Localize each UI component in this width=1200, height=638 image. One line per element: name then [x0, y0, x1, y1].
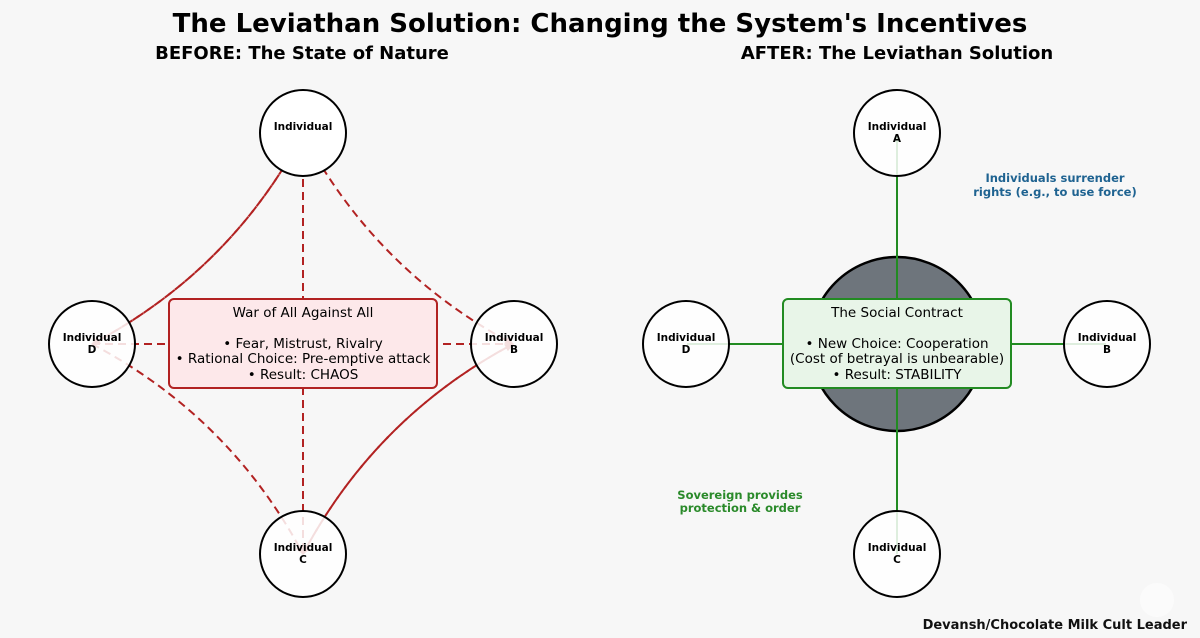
before-node-top: Individual	[259, 89, 347, 177]
after-node-a: Individual A	[853, 89, 941, 177]
node-label: Individual	[274, 542, 333, 554]
credit-text: Devansh/Chocolate Milk Cult Leader	[923, 618, 1188, 633]
node-letter: B	[1103, 344, 1111, 356]
node-label: Individual	[868, 121, 927, 133]
node-letter: A	[893, 133, 902, 145]
war-box: War of All Against All • Fear, Mistrust,…	[168, 298, 438, 389]
contract-box-line: • Result: STABILITY	[832, 367, 962, 383]
contract-box-line: (Cost of betrayal is unbearable)	[790, 351, 1004, 367]
surrender-note-line: Individuals surrender	[985, 171, 1124, 185]
node-label: Individual	[657, 332, 716, 344]
node-letter: D	[682, 344, 691, 356]
after-node-c: Individual C	[853, 510, 941, 598]
after-node-b: Individual B	[1063, 300, 1151, 388]
war-box-line: • Rational Choice: Pre-emptive attack	[176, 351, 431, 367]
node-label: Individual	[63, 332, 122, 344]
contract-box-line: • New Choice: Cooperation	[805, 336, 988, 352]
node-letter: C	[893, 554, 901, 566]
before-panel: BEFORE: The State of Nature Individual I…	[48, 43, 558, 598]
protection-note-line: Sovereign provides	[677, 488, 803, 502]
after-panel: AFTER: The Leviathan Solution Individual…	[642, 43, 1151, 598]
watermark-icon	[1140, 583, 1174, 617]
contract-box-title: The Social Contract	[830, 305, 963, 321]
node-label: Individual	[868, 542, 927, 554]
surrender-note-line: rights (e.g., to use force)	[973, 185, 1136, 199]
before-node-b: Individual B	[470, 300, 558, 388]
war-box-line: • Fear, Mistrust, Rivalry	[223, 336, 382, 352]
before-node-c: Individual C	[259, 510, 347, 598]
after-node-d: Individual D	[642, 300, 730, 388]
social-contract-box: The Social Contract • New Choice: Cooper…	[782, 298, 1012, 389]
node-letter: B	[510, 344, 518, 356]
protection-note-line: protection & order	[680, 501, 801, 515]
node-label: Individual	[485, 332, 544, 344]
war-box-title: War of All Against All	[233, 305, 374, 321]
main-title: The Leviathan Solution: Changing the Sys…	[173, 9, 1028, 39]
node-label: Individual	[274, 121, 333, 133]
before-node-d: Individual D	[48, 300, 136, 388]
node-label: Individual	[1078, 332, 1137, 344]
before-heading: BEFORE: The State of Nature	[155, 43, 449, 64]
war-box-line: • Result: CHAOS	[248, 367, 359, 383]
node-letter: D	[88, 344, 97, 356]
after-heading: AFTER: The Leviathan Solution	[741, 43, 1053, 64]
node-letter: C	[299, 554, 307, 566]
